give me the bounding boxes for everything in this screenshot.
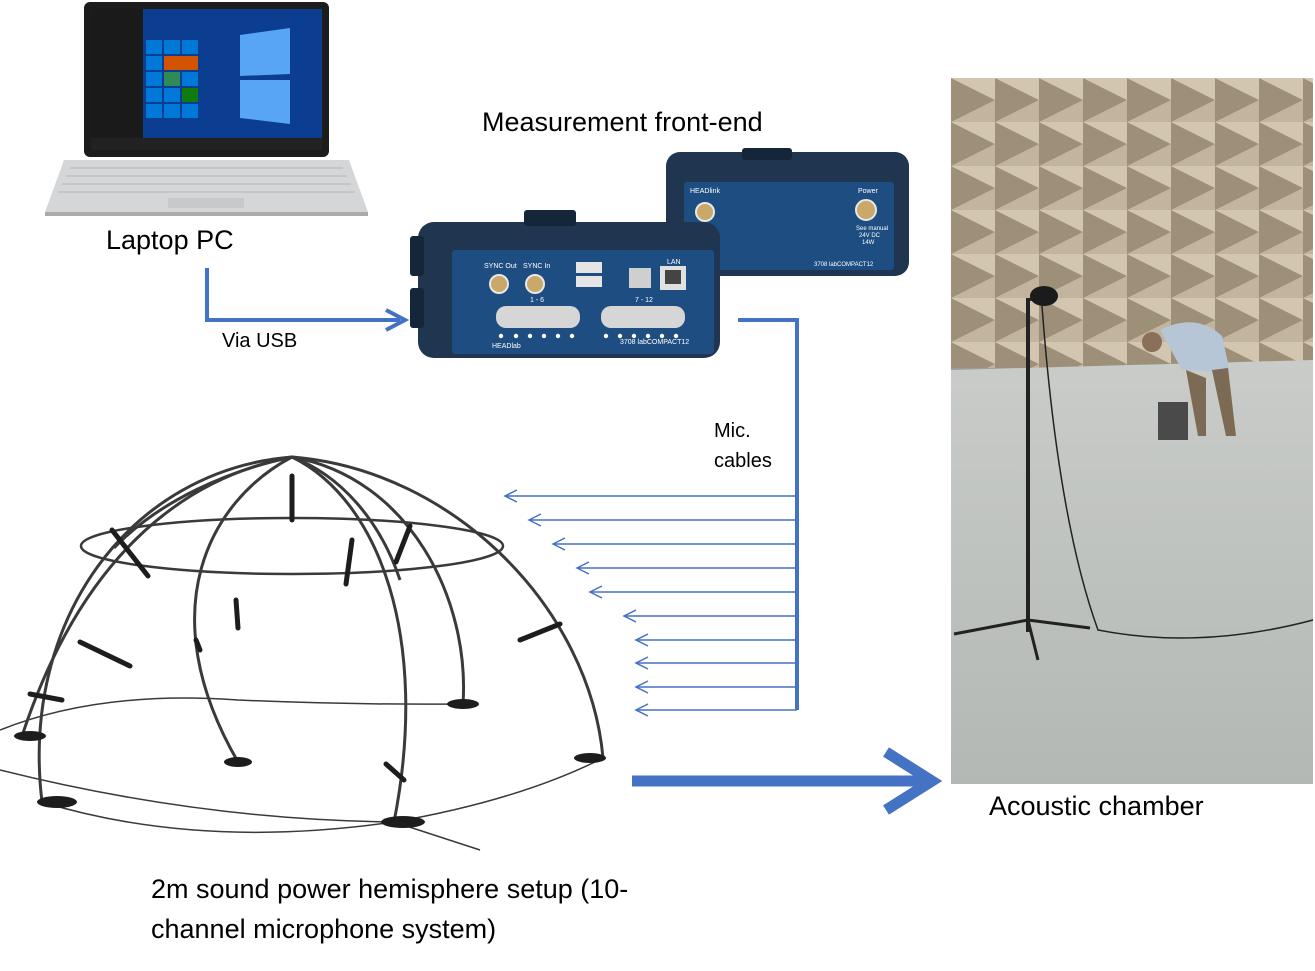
mic-stand xyxy=(953,286,1314,661)
power-marking: Power xyxy=(858,188,879,195)
mic-label-line1: Mic. xyxy=(714,420,751,442)
mic-cable-arrowhead-1 xyxy=(503,489,518,503)
power-note-2: 24V DC xyxy=(859,233,881,239)
mic-cable-arrowhead-9 xyxy=(634,680,649,694)
chamber-label: Acoustic chamber xyxy=(989,791,1204,821)
usb-connection-arrow xyxy=(205,268,410,332)
range-a-marking: 1 - 6 xyxy=(530,297,544,304)
mic-cable-arrowhead-4 xyxy=(575,561,590,575)
sync-in-marking: SYNC In xyxy=(523,263,550,270)
usb-port-1 xyxy=(576,262,602,273)
headlink-marking: HEADlink xyxy=(690,188,720,195)
sync-out-marking: SYNC Out xyxy=(484,263,517,270)
mic-cable-arrowhead-6 xyxy=(622,609,637,623)
laptop-image xyxy=(45,2,368,216)
hemisphere-label-line2: channel microphone system) xyxy=(151,914,497,944)
power-note-1: See manual xyxy=(856,226,888,232)
lan-marking: LAN xyxy=(667,259,681,266)
frontend-label: Measurement front-end xyxy=(482,107,763,137)
chamber-connection-arrow xyxy=(632,747,943,815)
rear-model-marking: 3708 labCOMPACT12 xyxy=(814,262,874,268)
range-b-marking: 7 - 12 xyxy=(635,297,653,304)
mic-cable-arrowhead-3 xyxy=(551,537,566,551)
mic-cable-arrowhead-7 xyxy=(634,633,649,647)
brand-marking: HEADlab xyxy=(492,343,521,350)
usb-label: Via USB xyxy=(222,330,298,352)
model-marking: 3708 labCOMPACT12 xyxy=(620,339,689,346)
sync-out-connector xyxy=(489,274,509,294)
hemisphere-label-line1: 2m sound power hemisphere setup (10- xyxy=(151,874,629,904)
usb-port-2 xyxy=(576,276,602,287)
power-note-3: 14W xyxy=(862,240,875,246)
sync-in-connector xyxy=(525,274,545,294)
operator-figure xyxy=(1142,322,1236,440)
mic-cable-trunk xyxy=(738,318,799,710)
frontend-image: HEADlink Power See manual 24V DC 14W 370… xyxy=(410,148,909,358)
mic-cable-arrowhead-8 xyxy=(634,656,649,670)
chamber-photo xyxy=(951,78,1314,784)
mic-cable-arrowhead-2 xyxy=(527,513,542,527)
usb-b-port xyxy=(629,268,651,288)
mic-cable-branches xyxy=(503,489,797,717)
mic-label-line2: cables xyxy=(714,450,772,472)
hemisphere-array-image xyxy=(0,455,606,851)
mic-cable-arrowhead-10 xyxy=(634,703,649,717)
dsub-connector-1 xyxy=(496,306,580,328)
laptop-label: Laptop PC xyxy=(106,225,234,255)
mic-cable-arrowhead-5 xyxy=(588,585,603,599)
dsub-connector-2 xyxy=(601,306,685,328)
